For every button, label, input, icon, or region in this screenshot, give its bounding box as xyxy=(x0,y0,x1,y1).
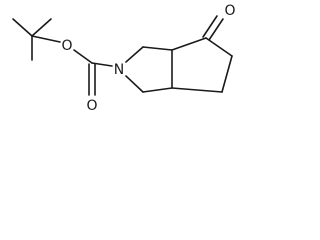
bond-ketone-double-b xyxy=(208,18,224,41)
bond-methyl-top-left xyxy=(12,18,33,37)
tert-butyl-group xyxy=(12,18,61,61)
bond-c6-to-c6a xyxy=(171,87,223,93)
bond-c3-to-n xyxy=(125,75,144,93)
bond-quaternary-c-to-ester-o xyxy=(31,35,61,43)
bond-methyl-top-right xyxy=(31,18,52,37)
bond-c4-to-c5 xyxy=(205,37,233,57)
bond-c1-to-c3a xyxy=(142,46,173,51)
atom-label-carbonyl-oxygen: O xyxy=(86,98,97,114)
bond-ester-o-to-carbonyl-c xyxy=(73,49,93,64)
bond-n-to-c1 xyxy=(125,46,144,63)
pyrrolidine-ring xyxy=(125,46,173,93)
cyclopentanone-ring xyxy=(171,15,233,93)
atom-label-ketone-oxygen: O xyxy=(224,3,235,19)
bond-c5-to-c6 xyxy=(221,55,233,93)
atom-label-ester-oxygen: O xyxy=(61,38,72,54)
atom-label-nitrogen: N xyxy=(114,62,124,78)
carbamate-group xyxy=(73,49,113,96)
bond-c6a-to-c3 xyxy=(142,87,173,93)
bond-c3a-to-c4 xyxy=(171,37,207,51)
bond-ketone-double-a xyxy=(202,15,218,38)
chemical-structure-diagram: O N O O xyxy=(12,3,236,114)
